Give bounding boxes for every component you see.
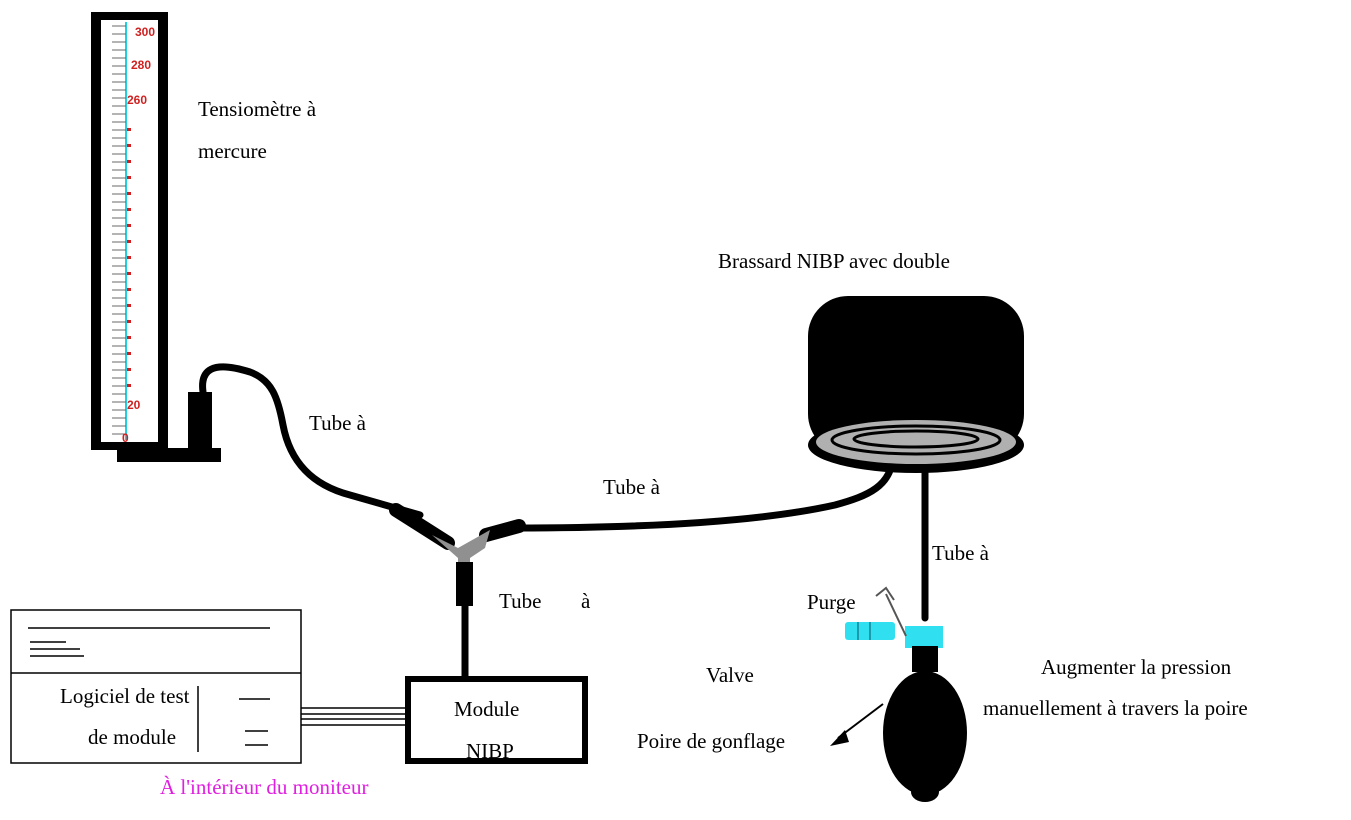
module-label-line1: Module (454, 697, 520, 721)
scale-mark (127, 128, 131, 131)
nibp-module-box (405, 676, 588, 764)
scale-mark (127, 192, 131, 195)
data-cable (301, 707, 408, 726)
pressure-instruction-line1: Augmenter la pression (1041, 655, 1232, 679)
scale-tick-280: 280 (131, 58, 151, 72)
scale-mark (127, 384, 131, 387)
cuff-label: Brassard NIBP avec double (718, 249, 950, 273)
inflation-bulb-label: Poire de gonflage (637, 729, 786, 753)
scale-mark (127, 208, 131, 211)
tubing (199, 363, 929, 682)
tube-label-left: Tube à (309, 411, 366, 435)
y-connector (389, 503, 526, 606)
bulb-pointer-arrow (830, 703, 884, 746)
scale-mark (127, 224, 131, 227)
software-label-line2: de module (88, 725, 177, 749)
scale-tick-20: 20 (127, 398, 141, 412)
scale-tick-300: 300 (135, 25, 155, 39)
scale-mark (127, 352, 131, 355)
manometer-label-line1: Tensiomètre à (198, 97, 317, 121)
valve-label: Valve (706, 663, 754, 687)
module-label-line2: NIBP (466, 739, 514, 763)
scale-mark (127, 304, 131, 307)
scale-mark (127, 272, 131, 275)
scale-mark (127, 176, 131, 179)
scale-tick-260: 260 (127, 93, 147, 107)
scale-mark (127, 368, 131, 371)
inflation-bulb (883, 646, 967, 802)
monitor-window (10, 609, 302, 764)
manometer-label-line2: mercure (198, 139, 267, 163)
software-label-line1: Logiciel de test (60, 684, 190, 708)
tube-label-bottom: Tube (499, 589, 542, 613)
scale-mark (127, 256, 131, 259)
scale-mark (127, 320, 131, 323)
scale-mark (127, 160, 131, 163)
scale-mark (127, 144, 131, 147)
tube-label-middle: Tube à (603, 475, 660, 499)
scale-mark (127, 288, 131, 291)
tube-label-right: Tube à (932, 541, 989, 565)
nibp-cuff (808, 296, 1024, 473)
tube-label-bottom-a: à (581, 589, 591, 613)
scale-mark (127, 240, 131, 243)
purge-valve (845, 586, 943, 648)
scale-tick-0: 0 (122, 431, 129, 445)
mercury-manometer: 300 280 260 20 0 (91, 12, 221, 462)
pressure-instruction-line2: manuellement à travers la poire (983, 696, 1248, 720)
purge-label: Purge (807, 590, 856, 614)
inside-monitor-caption: À l'intérieur du moniteur (160, 775, 369, 799)
scale-mark (127, 336, 131, 339)
